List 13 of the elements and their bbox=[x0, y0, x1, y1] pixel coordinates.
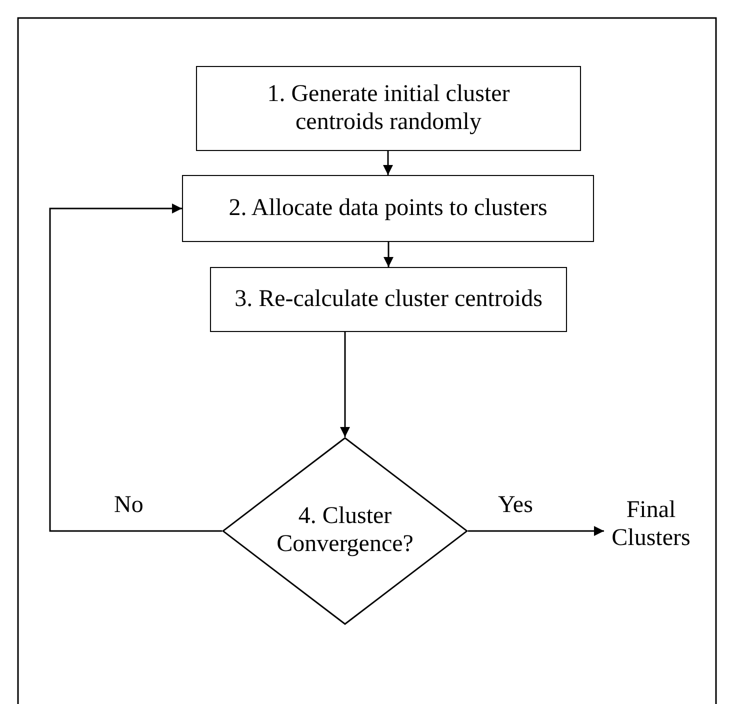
arrow bbox=[383, 151, 393, 175]
arrow bbox=[49, 204, 222, 532]
process-box bbox=[182, 175, 594, 242]
step-text: 3. Re-calculate cluster centroids bbox=[234, 286, 544, 314]
process-box bbox=[210, 267, 567, 332]
step-text: 4. Cluster Convergence? bbox=[276, 503, 414, 559]
arrow bbox=[468, 526, 604, 536]
arrow bbox=[340, 332, 350, 437]
step-text: 1. Generate initial cluster centroids randomly bbox=[266, 80, 511, 136]
step-text: 2. Allocate data points to clusters bbox=[228, 194, 548, 222]
process-box bbox=[196, 66, 581, 151]
end-label: Final Clusters bbox=[610, 497, 692, 553]
arrow bbox=[384, 242, 394, 267]
